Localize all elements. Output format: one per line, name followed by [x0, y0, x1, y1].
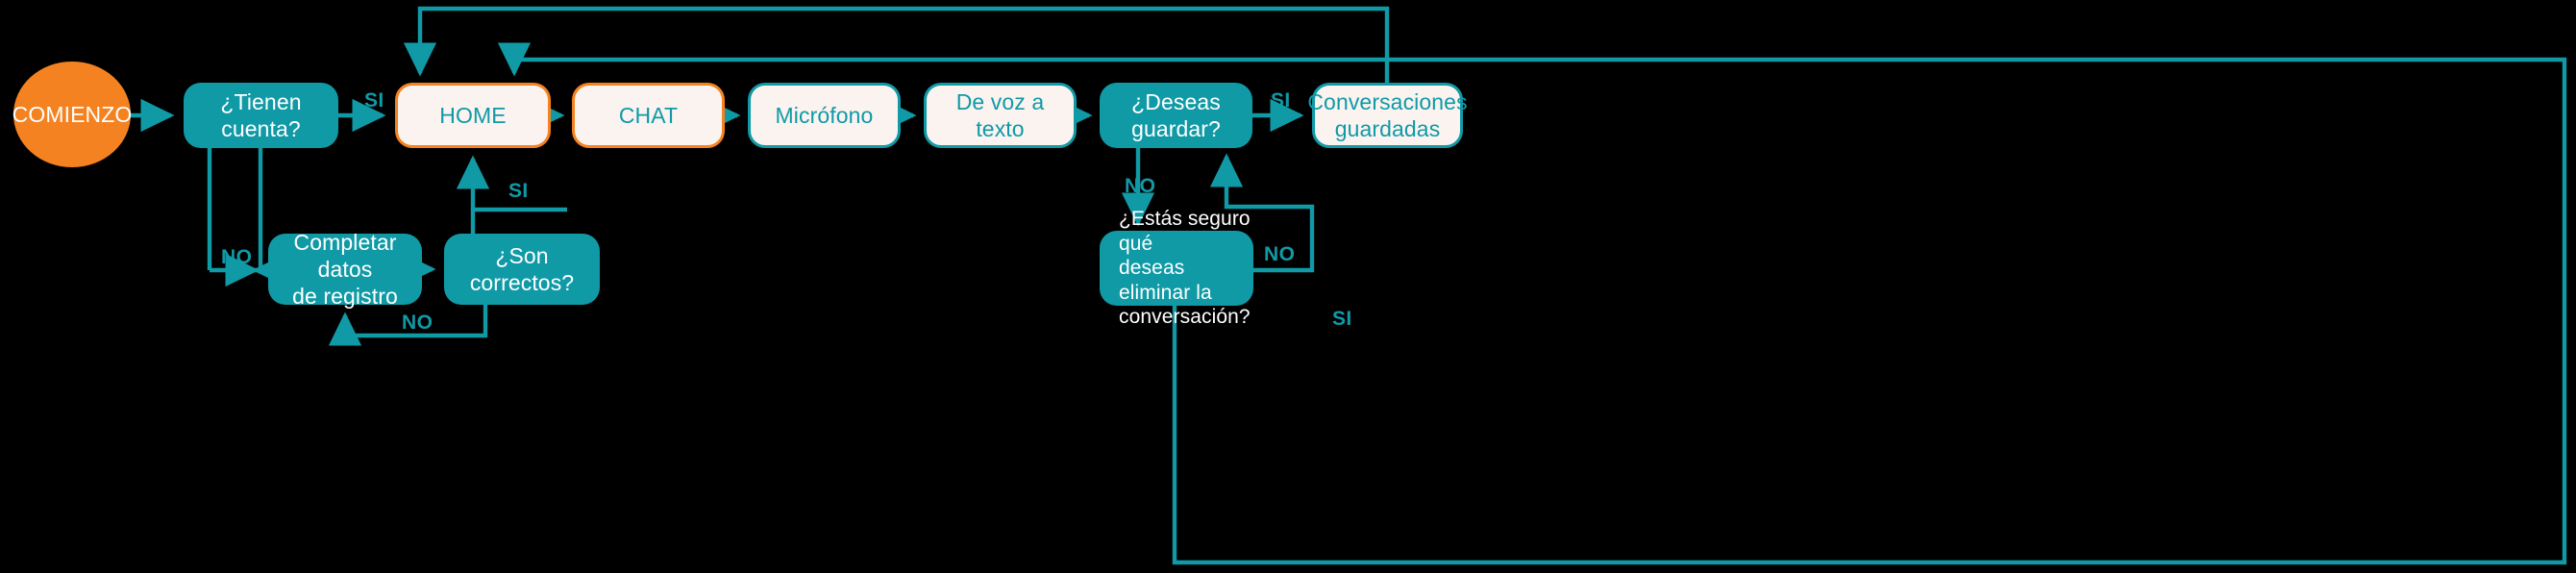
node-tienen-cuenta-label: ¿Tienen cuenta? — [220, 88, 302, 141]
node-estas-seguro-label: ¿Estás seguro qué deseas eliminar la con… — [1119, 207, 1251, 329]
node-chat[interactable]: CHAT — [572, 83, 725, 148]
node-conversaciones-guardadas[interactable]: Conversaciones guardadas — [1307, 83, 1468, 148]
node-home[interactable]: HOME — [395, 83, 551, 148]
node-completar-datos-label: Completar datos de registro — [292, 229, 398, 310]
node-microfono-label: Micrófono — [775, 102, 874, 128]
node-comienzo-label: COMIENZO — [12, 101, 133, 127]
node-estas-seguro[interactable]: ¿Estás seguro qué deseas eliminar la con… — [1100, 208, 1253, 328]
edge-soncorrectos-home — [470, 207, 567, 234]
edge-label-no-estas-seguro-deseas: NO — [1264, 243, 1296, 265]
node-son-correctos-label: ¿Son correctos? — [469, 242, 575, 295]
edge-conversa-home — [403, 6, 1390, 83]
node-de-voz-a-texto-label: De voz a texto — [955, 88, 1045, 141]
node-tienen-cuenta[interactable]: ¿Tienen cuenta? — [184, 83, 338, 148]
edge-label-si-tienen-home: SI — [364, 89, 384, 112]
node-son-correctos[interactable]: ¿Son correctos? — [444, 234, 600, 305]
node-microfono[interactable]: Micrófono — [748, 83, 901, 148]
edge-tienen-completar — [252, 148, 286, 287]
node-conversaciones-guardadas-label: Conversaciones guardadas — [1307, 88, 1468, 141]
node-deseas-guardar-label: ¿Deseas guardar? — [1131, 88, 1221, 141]
edge-label-no-tienen-completar: NO — [221, 246, 253, 268]
node-deseas-guardar[interactable]: ¿Deseas guardar? — [1100, 83, 1252, 148]
node-comienzo[interactable]: COMIENZO — [12, 62, 132, 167]
node-chat-label: CHAT — [618, 102, 679, 128]
edge-label-no-deseas-estas-seguro: NO — [1125, 175, 1156, 197]
node-home-label: HOME — [439, 102, 507, 128]
node-completar-datos[interactable]: Completar datos de registro — [268, 230, 422, 309]
edge-label-si-estas-seguro-chat: SI — [1332, 308, 1352, 330]
edge-label-si-son-correctos-home: SI — [508, 180, 529, 202]
edge-label-no-son-correctos-completar: NO — [402, 311, 433, 334]
node-de-voz-a-texto[interactable]: De voz a texto — [924, 83, 1077, 148]
edge-label-si-deseas-conversaciones: SI — [1271, 89, 1291, 112]
